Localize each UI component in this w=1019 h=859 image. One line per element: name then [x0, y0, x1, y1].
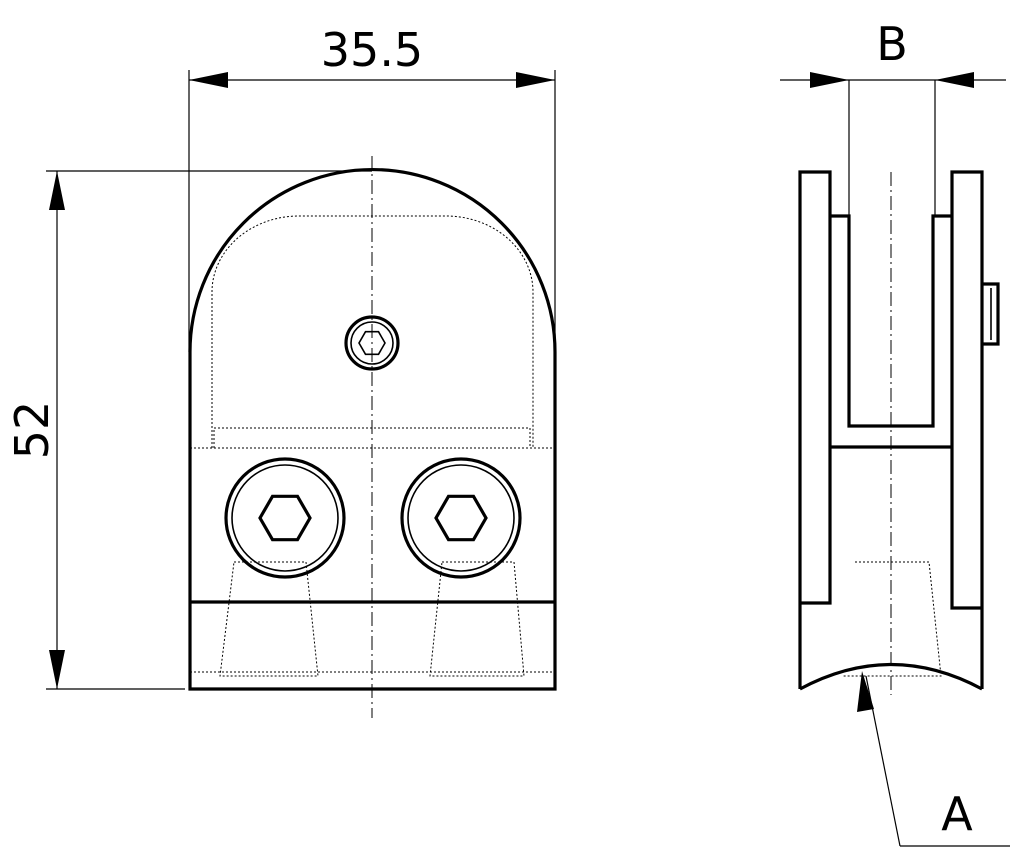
right-jaw — [950, 170, 984, 689]
top-screw-icon — [344, 315, 400, 371]
a-dimension-label: A — [941, 787, 973, 841]
front-view: 35.5 52 — [5, 23, 557, 718]
left-screw-icon — [224, 457, 346, 579]
clamp-body-outline — [188, 167, 557, 691]
height-dimension: 52 — [5, 170, 372, 690]
height-dimension-label: 52 — [5, 401, 59, 460]
a-leader: A — [857, 671, 1010, 847]
side-view: B A — [780, 17, 1010, 847]
side-knob — [982, 282, 1000, 346]
b-dimension: B — [780, 17, 1006, 216]
left-jaw — [798, 170, 832, 689]
right-screw-icon — [400, 457, 522, 579]
b-dimension-label: B — [876, 17, 908, 71]
width-dimension: 35.5 — [188, 23, 556, 352]
width-dimension-label: 35.5 — [321, 23, 423, 77]
